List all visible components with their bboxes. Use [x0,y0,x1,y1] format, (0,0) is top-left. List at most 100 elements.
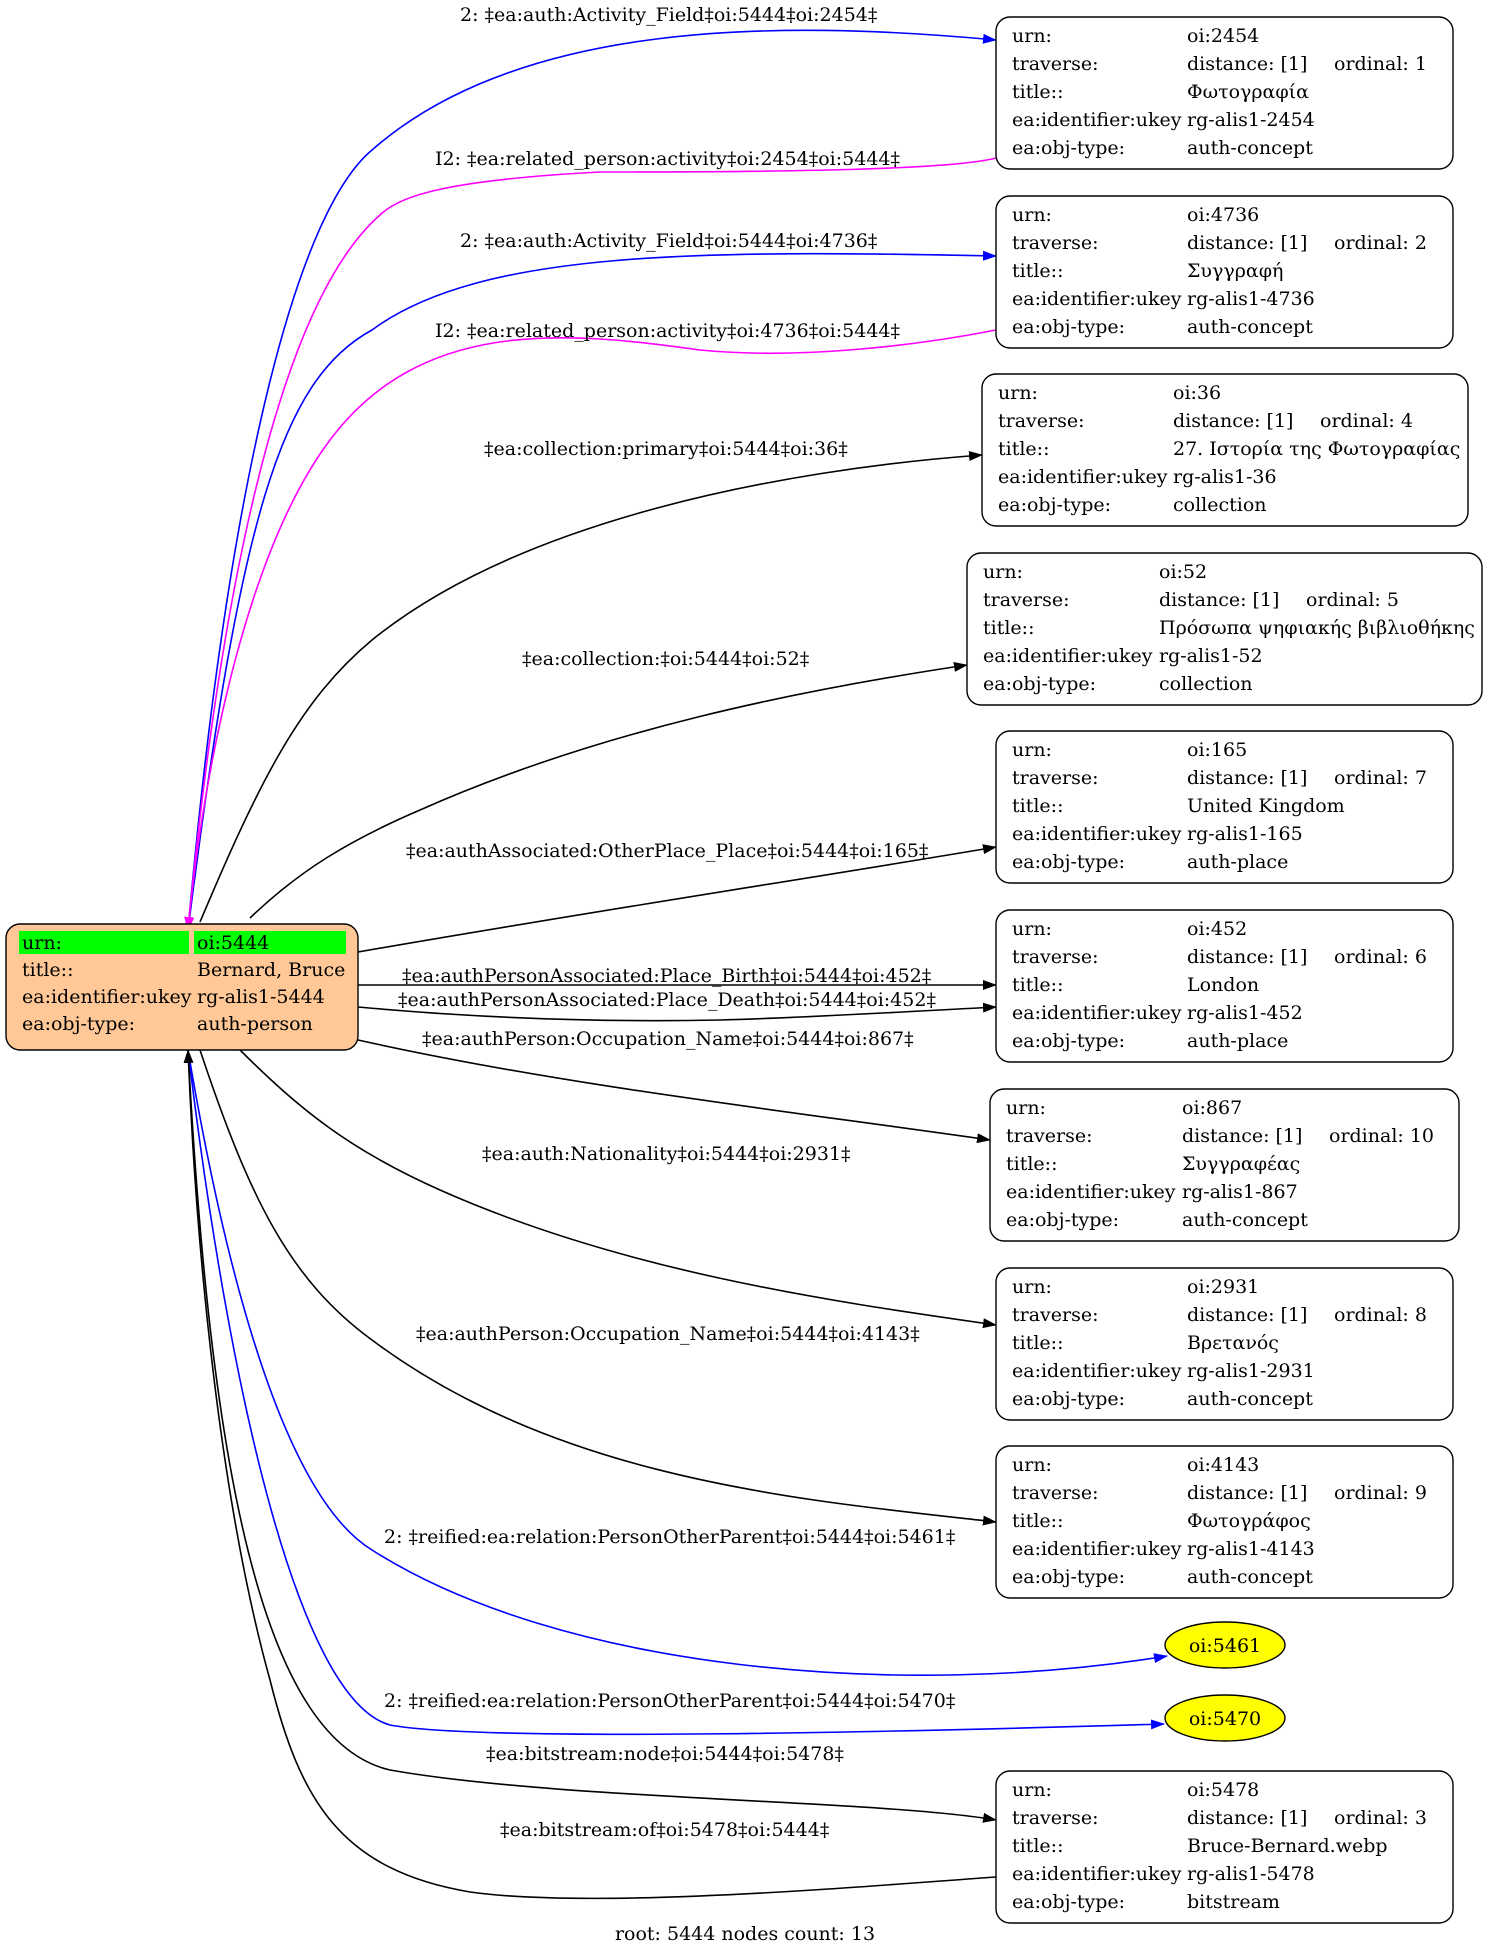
edge-related-activity-2454 [184,157,997,931]
root-urn-key-highlight [19,931,189,954]
edge-label: 2: ‡ea:auth:Activity_Field‡oi:5444‡oi:47… [460,230,877,252]
node-ordinal-value: ordinal: 5 [1306,589,1399,611]
node-type-value: auth-place [1187,851,1288,873]
edge-label: ‡ea:bitstream:node‡oi:5444‡oi:5478‡ [486,1743,844,1765]
node-title-key: title:: [1012,1510,1063,1532]
edge-label: 2: ‡reified:ea:relation:PersonOtherParen… [384,1526,955,1548]
node-urn-value: oi:165 [1187,739,1247,761]
node-ordinal-value: ordinal: 3 [1334,1807,1427,1829]
record-nodes: urn: oi:2454 traverse: distance: [1] ordinal… [966,16,1483,1924]
node-title-key: title:: [983,617,1034,639]
record-node-box [995,1770,1454,1924]
node-distance-value: distance: [1] [1159,589,1279,611]
record-node-box [981,373,1469,527]
node-title-key: title:: [1012,974,1063,996]
edge-activity-field-4736 [187,250,997,931]
node-title-value: Συγγραφή [1187,260,1283,282]
node-urn-value: oi:2454 [1187,25,1259,47]
node-type-key: ea:obj-type: [998,494,1111,516]
edge-person-other-parent-5461 [187,1049,1168,1676]
node-ukey-value: rg-alis1-36 [1173,466,1277,488]
root-node-box [5,923,359,1051]
ellipse-node-shape [1164,1621,1286,1669]
root-ukey-value: rg-alis1-5444 [197,986,325,1008]
node-type-key: ea:obj-type: [1012,137,1125,159]
node-title-value: Bruce-Bernard.webp [1187,1835,1388,1857]
node-title-key: title:: [1012,1835,1063,1857]
node-urn-key: urn: [1012,918,1052,940]
node-distance-value: distance: [1] [1187,53,1307,75]
node-ukey-key: ea:identifier:ukey [1012,1360,1182,1382]
node-ukey-key: ea:identifier:ukey [1006,1181,1176,1203]
node-title-value: Συγγραφέας [1182,1153,1300,1175]
node-ukey-value: rg-alis1-5478 [1187,1863,1315,1885]
edge-label: ‡ea:authPersonAssociated:Place_Birth‡oi:… [402,965,931,987]
node-urn-key: urn: [1012,204,1052,226]
edge-label: I2: ‡ea:related_person:activity‡oi:4736‡… [435,320,900,342]
node-urn-key: urn: [1012,739,1052,761]
node-type-value: auth-concept [1187,316,1313,338]
node-ukey-key: ea:identifier:ukey [1012,823,1182,845]
node-distance-value: distance: [1] [1187,946,1307,968]
node-ukey-key: ea:identifier:ukey [1012,288,1182,310]
node-ukey-key: ea:identifier:ukey [1012,1538,1182,1560]
edge-bitstream-of-5478 [183,1049,997,1900]
node-type-key: ea:obj-type: [1012,316,1125,338]
edge-label: ‡ea:authPerson:Occupation_Name‡oi:5444‡o… [422,1028,914,1050]
edge-activity-field-2454 [187,29,997,931]
node-title-key: title:: [1006,1153,1057,1175]
root-urn-value: oi:5444 [197,932,269,954]
node-ordinal-value: ordinal: 6 [1334,946,1427,968]
node-traverse-key: traverse: [1012,946,1099,968]
edge-label: ‡ea:authPerson:Occupation_Name‡oi:5444‡o… [416,1323,920,1345]
node-ukey-value: rg-alis1-2931 [1187,1360,1315,1382]
node-ordinal-value: ordinal: 1 [1334,53,1427,75]
root-node[interactable]: urn: oi:5444 title:: Bernard, Bruce ea:i… [5,923,359,1051]
node-distance-value: distance: [1] [1187,767,1307,789]
node-type-value: bitstream [1187,1891,1280,1913]
record-node-box [989,1088,1460,1242]
ellipse-node-5461[interactable]: oi:5461 [1164,1621,1286,1669]
root-type-key: ea:obj-type: [22,1013,135,1035]
edge-label: ‡ea:collection:‡oi:5444‡oi:52‡ [522,648,809,670]
edge-other-place-165 [357,844,997,953]
node-type-value: auth-concept [1187,1388,1313,1410]
node-ukey-value: rg-alis1-165 [1187,823,1303,845]
node-urn-value: oi:4143 [1187,1454,1259,1476]
node-traverse-key: traverse: [1012,1807,1099,1829]
ellipse-node-label: oi:5470 [1189,1708,1261,1730]
node-title-key: title:: [1012,81,1063,103]
node-distance-value: distance: [1] [1187,1482,1307,1504]
node-type-value: auth-place [1187,1030,1288,1052]
node-title-key: title:: [1012,795,1063,817]
node-type-key: ea:obj-type: [1012,1566,1125,1588]
node-traverse-key: traverse: [1012,232,1099,254]
node-urn-value: oi:4736 [1187,204,1259,226]
node-title-value: Φωτογραφία [1187,81,1309,103]
root-urn-key: urn: [22,932,62,954]
record-node-box [995,195,1454,349]
node-title-value: London [1187,974,1259,996]
record-node-box [995,1445,1454,1599]
node-title-value: Φωτογράφος [1187,1510,1311,1532]
ellipse-node-5470[interactable]: oi:5470 [1164,1694,1286,1742]
node-ukey-value: rg-alis1-2454 [1187,109,1315,131]
node-traverse-key: traverse: [1012,53,1099,75]
node-type-value: collection [1159,673,1253,695]
node-ukey-key: ea:identifier:ukey [1012,1002,1182,1024]
node-ordinal-value: ordinal: 8 [1334,1304,1427,1326]
node-traverse-key: traverse: [1012,1304,1099,1326]
node-traverse-key: traverse: [1012,1482,1099,1504]
edges [183,29,1168,1900]
node-urn-key: urn: [983,561,1023,583]
